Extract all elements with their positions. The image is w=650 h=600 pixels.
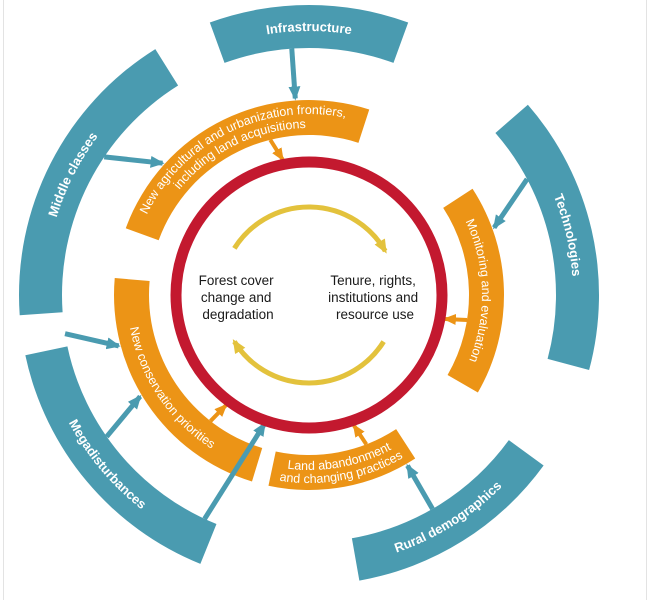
- influence-arrows: [64, 48, 530, 521]
- arrow-technologies-to-monitoring: [492, 177, 530, 230]
- arrow-middle-classes-to-conservation: [64, 331, 121, 350]
- outer-segment-infrastructure: [209, 5, 409, 63]
- core-cycle: Forest cover change and degradation Tenu…: [170, 156, 448, 434]
- arrow-monitoring-to-core: [442, 313, 468, 325]
- outer-segment-middle-classes: [19, 49, 179, 316]
- cycle-arrow-top: [232, 204, 388, 254]
- middle-segment-monitoring-and-evaluation: [443, 188, 504, 393]
- core-red-ring: [170, 156, 448, 434]
- arrow-conservation-to-core: [209, 403, 228, 423]
- outer-segment-megadisturbances: [25, 346, 217, 564]
- arrow-megadisturbances-to-core: [202, 421, 267, 521]
- arrow-middle-classes-to-frontiers: [103, 154, 165, 168]
- arrow-rural-demographics-to-land-abandonment: [405, 463, 435, 511]
- cycle-arrow-bottom: [232, 339, 386, 386]
- frame-border-right: [646, 0, 647, 600]
- arrow-infrastructure-to-frontiers: [288, 48, 301, 101]
- arrow-megadisturbances-to-conservation: [104, 394, 143, 439]
- arrow-frontiers-to-core: [268, 138, 285, 162]
- middle-segment-new-conservation-priorities: [113, 278, 263, 482]
- middle-segment-new-agricultural-and-urbanization-frontiers: [125, 100, 370, 241]
- core-left-label: Forest cover change and degradation: [199, 273, 278, 322]
- core-right-label: Tenure, rights, institutions and resourc…: [328, 273, 422, 322]
- arrow-land-abandonment-to-core: [352, 423, 369, 446]
- outer-segment-rural-demographics: [351, 440, 544, 581]
- middle-segment-land-abandonment: [268, 429, 416, 491]
- outer-segment-technologies: [495, 104, 599, 371]
- frame-border-left: [3, 0, 4, 600]
